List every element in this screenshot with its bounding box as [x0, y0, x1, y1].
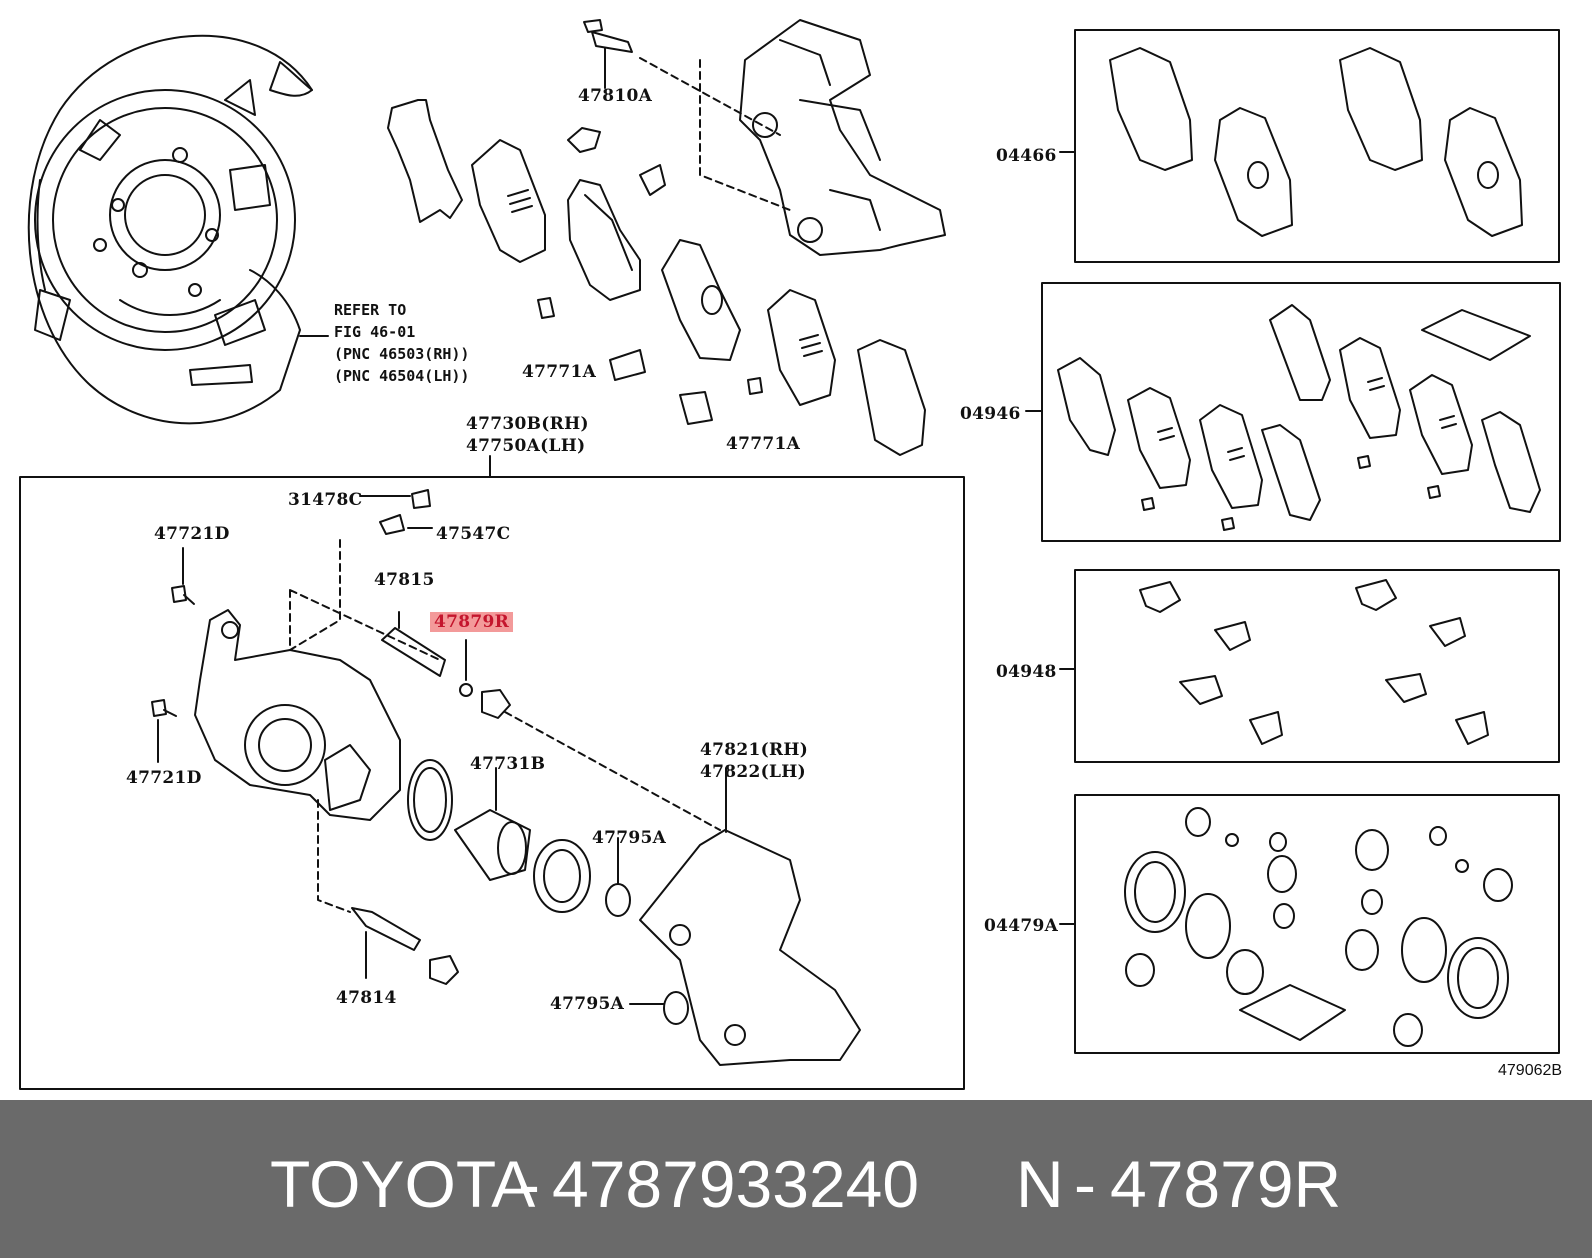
- kit-04946-frame: [1025, 282, 1561, 542]
- upper-bracket-illustration: [583, 19, 946, 256]
- label-47771A[interactable]: 47771A: [522, 362, 597, 382]
- footer-brand: TOYOTA: [270, 1147, 536, 1221]
- label-kit-04479A[interactable]: 04479A: [984, 916, 1059, 936]
- footer-ref-separator: -: [1074, 1147, 1096, 1221]
- label-47795A[interactable]: 47795A: [592, 828, 667, 848]
- label-47547C[interactable]: 47547C: [436, 524, 511, 544]
- label-47821-rh[interactable]: 47821(RH): [700, 740, 809, 760]
- refer-note-line1: REFER TO: [334, 301, 407, 319]
- figure-number: 479062B: [1498, 1062, 1563, 1079]
- pads-and-shims-illustration: [387, 99, 926, 456]
- footer-caption-bar: TOYOTA - 4787933240 N - 47879R: [0, 1100, 1592, 1258]
- label-kit-04948[interactable]: 04948: [996, 662, 1057, 682]
- footer-ref-prefix: N: [1016, 1147, 1064, 1221]
- label-47795A-second[interactable]: 47795A: [550, 994, 625, 1014]
- footer-separator: -: [518, 1147, 540, 1221]
- label-47730B-rh[interactable]: 47730B(RH): [466, 414, 589, 434]
- caliper-group-frame: [19, 476, 965, 1090]
- label-kit-04466[interactable]: 04466: [996, 146, 1057, 166]
- refer-note-line3: (PNC 46503(RH)): [334, 345, 470, 363]
- label-31478C[interactable]: 31478C: [288, 490, 363, 510]
- label-47771A-second[interactable]: 47771A: [726, 434, 801, 454]
- dust-cover-illustration: [27, 34, 329, 425]
- label-47721D-second[interactable]: 47721D: [126, 768, 202, 788]
- label-47731B[interactable]: 47731B: [470, 754, 546, 774]
- refer-note-line4: (PNC 46504(LH)): [334, 367, 470, 385]
- parts-diagram: 47810A 47771A 47771A REFER TO FIG 46-01 …: [19, 19, 1563, 1090]
- footer-part-number: 4787933240: [552, 1147, 920, 1221]
- kit-04466-frame: [1059, 29, 1560, 263]
- label-47750A-lh[interactable]: 47750A(LH): [466, 436, 586, 456]
- label-47814[interactable]: 47814: [336, 988, 397, 1008]
- kit-04479A-frame: [1059, 794, 1560, 1054]
- label-47810A[interactable]: 47810A: [578, 86, 653, 106]
- refer-note-line2: FIG 46-01: [334, 323, 416, 341]
- label-kit-04946[interactable]: 04946: [960, 404, 1021, 424]
- footer-ref-code: 47879R: [1110, 1147, 1342, 1221]
- caliper-illustration: [151, 489, 861, 1066]
- label-47721D[interactable]: 47721D: [154, 524, 230, 544]
- label-47879R-highlighted[interactable]: 47879R: [430, 612, 514, 632]
- label-47822-lh[interactable]: 47822(LH): [700, 762, 806, 782]
- label-47815[interactable]: 47815: [374, 570, 435, 590]
- kit-04948-frame: [1059, 569, 1560, 763]
